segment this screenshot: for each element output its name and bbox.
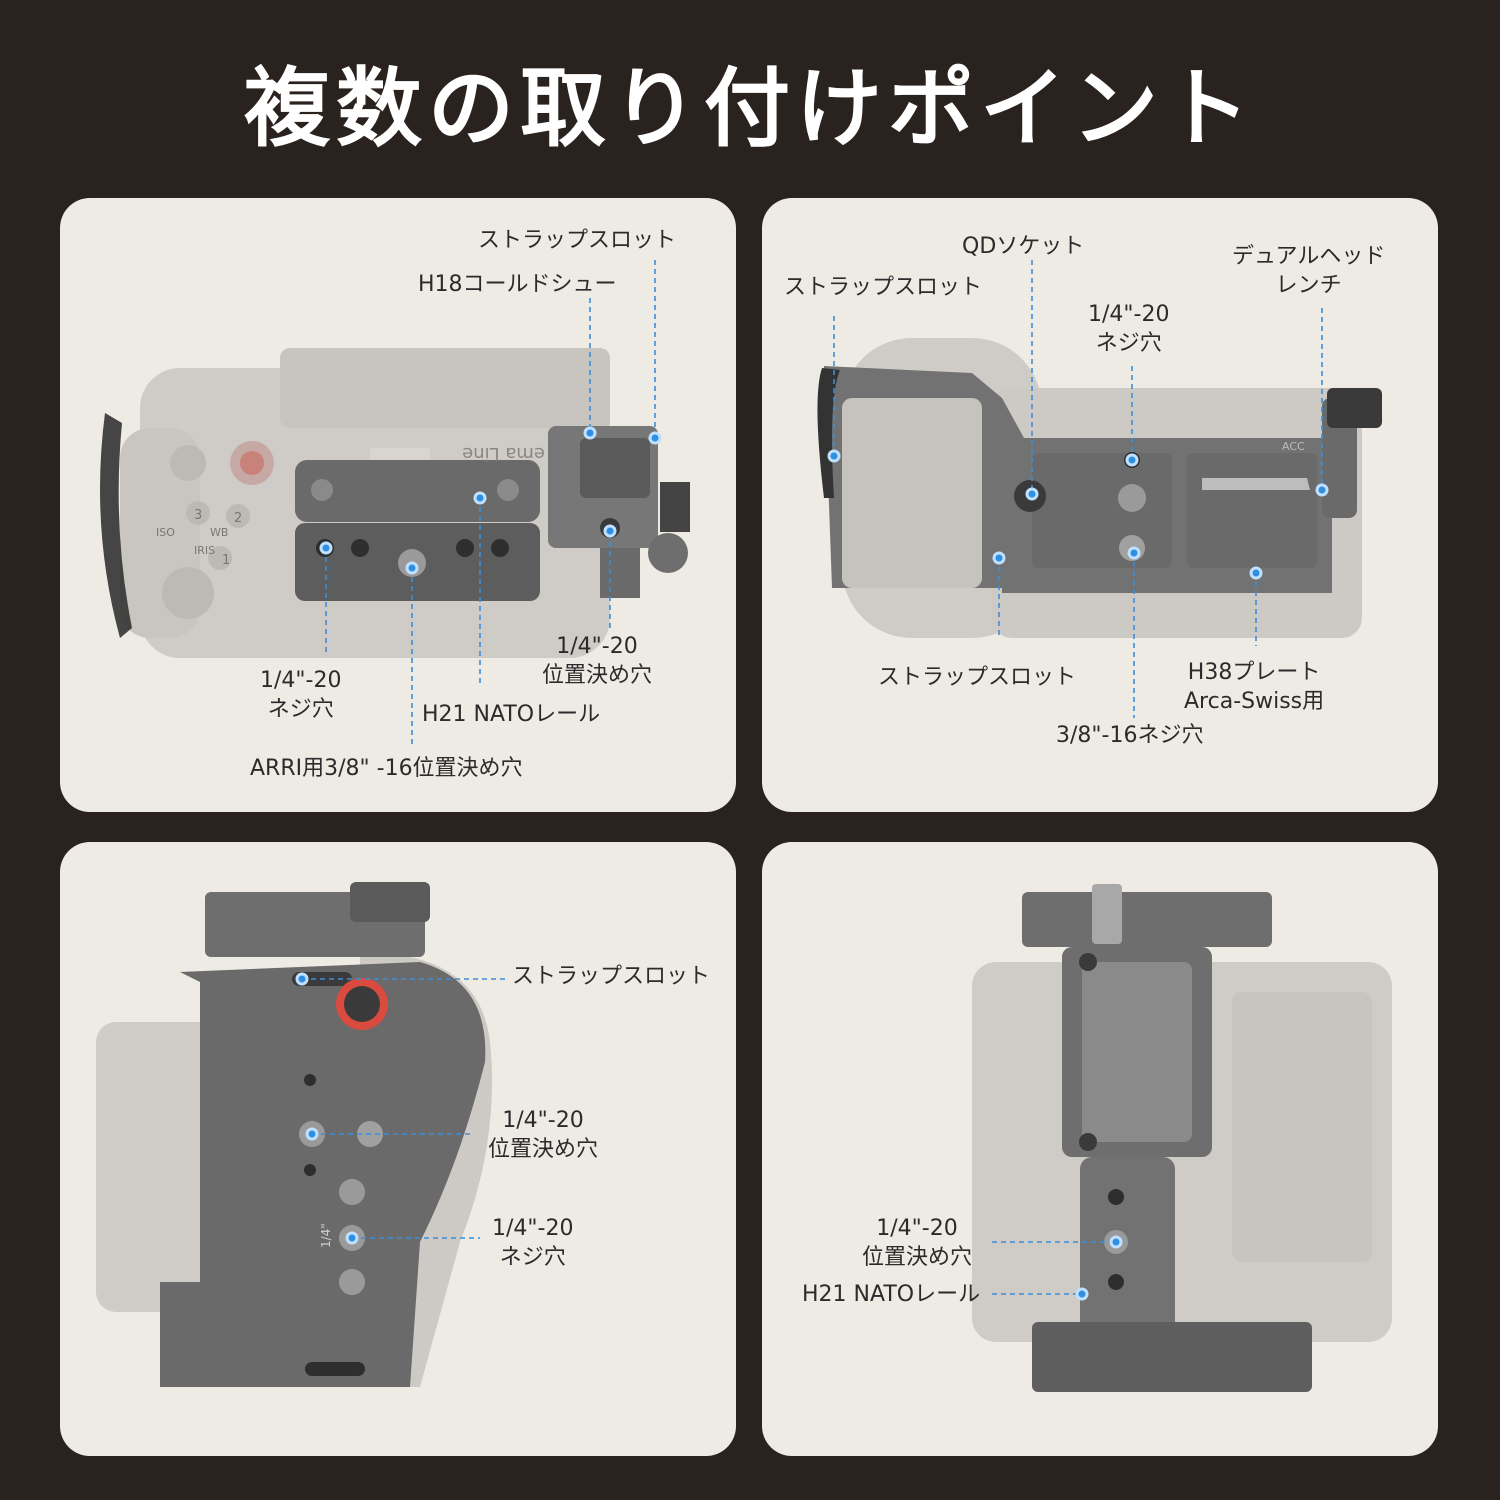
camera-iso: ISO: [156, 526, 175, 539]
label-strap-slot: ストラップスロット: [512, 964, 711, 989]
label-pos-hole: 1/4"-20 位置決め穴: [542, 634, 653, 688]
label-pos-hole: 1/4"-20 位置決め穴: [862, 1216, 973, 1270]
page-title: 複数の取り付けポイント: [244, 59, 1256, 159]
label-screw-hole: 1/4"-20 ネジ穴: [260, 668, 342, 722]
label-nato-rail: H21 NATOレール: [422, 702, 601, 727]
label-qd-socket: QDソケット: [962, 234, 1085, 259]
panel-bottom-left: 1/4" ストラップスロット 1/4"-20 位置決め穴 1/4"-20 ネジ穴: [60, 842, 736, 1456]
camera-quarter-text: 1/4": [319, 1223, 333, 1248]
camera-grip-side-illustration: 1/4": [96, 882, 508, 1387]
camera-btn-2: 2: [234, 511, 242, 526]
camera-rear-side-illustration: [972, 884, 1392, 1392]
label-strap-slot-bottom: ストラップスロット: [878, 665, 1077, 690]
camera-line-text: ema Line: [462, 443, 545, 464]
label-screw-hole-38: 3/8"-16ネジ穴: [1056, 723, 1204, 748]
label-strap-slot: ストラップスロット: [478, 228, 677, 253]
camera-btn-3: 3: [194, 508, 202, 523]
label-pos-hole: 1/4"-20 位置決め穴: [488, 1108, 599, 1162]
panel-bottom-right: 1/4"-20 位置決め穴 H21 NATOレール: [762, 842, 1438, 1456]
camera-btn-1: 1: [222, 553, 230, 568]
camera-acc-text: ACC: [1282, 440, 1305, 453]
label-nato-rail: H21 NATOレール: [802, 1282, 981, 1307]
label-screw-hole: 1/4"-20 ネジ穴: [1088, 302, 1170, 356]
label-cold-shoe: H18コールドシュー: [418, 272, 617, 297]
label-arri-hole: ARRI用3/8" -16位置決め穴: [250, 756, 523, 781]
panel-top-right: ACC QDソケット デュアルヘッド レンチ ストラップスロット 1/4"-20…: [762, 198, 1438, 812]
label-dual-wrench: デュアルヘッド レンチ: [1232, 244, 1386, 298]
label-h38-plate: H38プレート Arca-Swiss用: [1184, 660, 1325, 714]
label-screw-hole: 1/4"-20 ネジ穴: [492, 1216, 574, 1270]
camera-iris: IRIS: [194, 544, 215, 557]
label-strap-slot-top: ストラップスロット: [784, 275, 983, 300]
camera-top-view-illustration: ema Line 1 2 3 ISO WB IRIS: [100, 260, 690, 748]
camera-wb: WB: [210, 526, 228, 539]
panel-top-left: ema Line 1 2 3 ISO WB IRIS ストラップスロット H18…: [60, 198, 736, 812]
camera-bottom-view-illustration: ACC: [817, 260, 1382, 718]
